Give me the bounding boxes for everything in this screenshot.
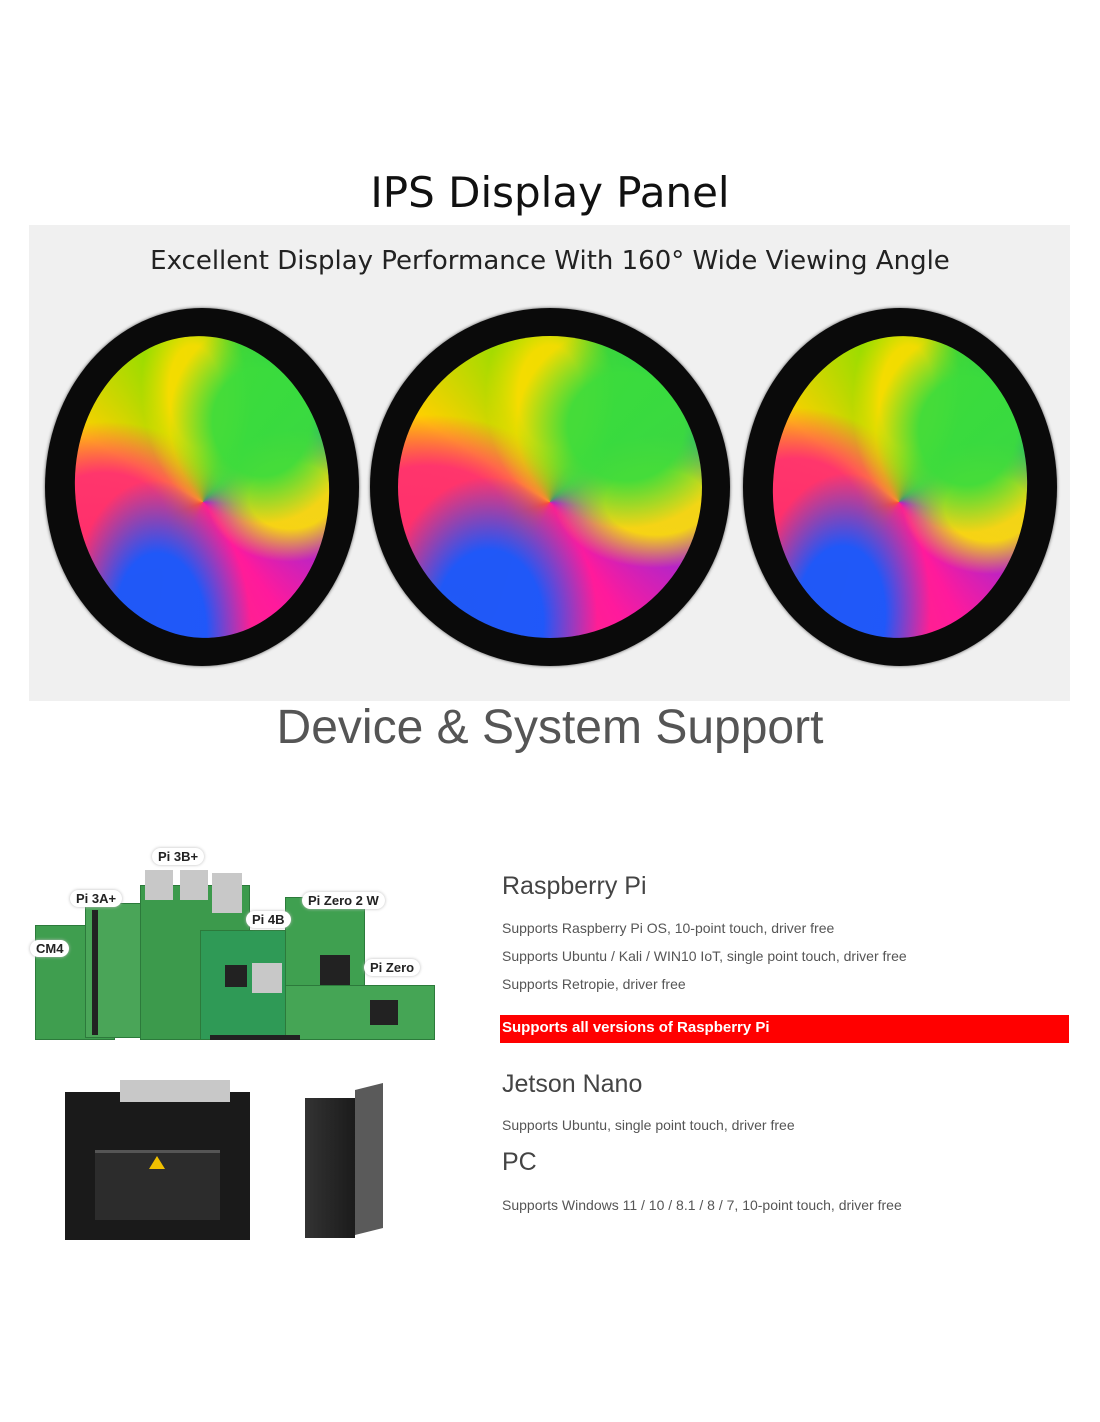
board-label: CM4 [30,940,70,957]
heading-pc: PC [502,1148,537,1176]
support-line: Supports Ubuntu, single point touch, dri… [502,1117,795,1133]
round-display-left [45,308,359,666]
heading-raspberry-pi: Raspberry Pi [502,872,647,900]
subtitle: Excellent Display Performance With 160° … [150,246,950,276]
support-line: Supports Ubuntu / Kali / WIN10 IoT, sing… [502,948,907,964]
jetson-nano-image [65,1080,250,1240]
board-label: Pi Zero [364,959,421,976]
board-label: Pi 3A+ [70,890,123,907]
display-screen [762,327,1038,647]
pc-tower-image [305,1083,383,1240]
raspberry-pi-boards-image: Pi 3B+ Pi 3A+ Pi 4B Pi Zero 2 W CM4 Pi Z… [30,825,440,1050]
section-title: Device & System Support [276,701,824,754]
support-line: Supports Retropie, driver free [502,976,686,992]
support-line: Supports Windows 11 / 10 / 8.1 / 8 / 7, … [502,1197,902,1213]
board-label: Pi 4B [246,911,291,928]
board-label: Pi Zero 2 W [302,892,385,909]
round-display-center [370,308,730,666]
board-label: Pi 3B+ [152,848,205,865]
heading-jetson-nano: Jetson Nano [502,1070,643,1098]
display-screen [398,336,702,638]
display-screen [64,327,340,647]
round-display-right [743,308,1057,666]
highlight-text: Supports all versions of Raspberry Pi [502,1019,770,1036]
page-title: IPS Display Panel [370,168,730,217]
support-line: Supports Raspberry Pi OS, 10-point touch… [502,920,835,936]
highlight-bar [500,1015,1069,1043]
